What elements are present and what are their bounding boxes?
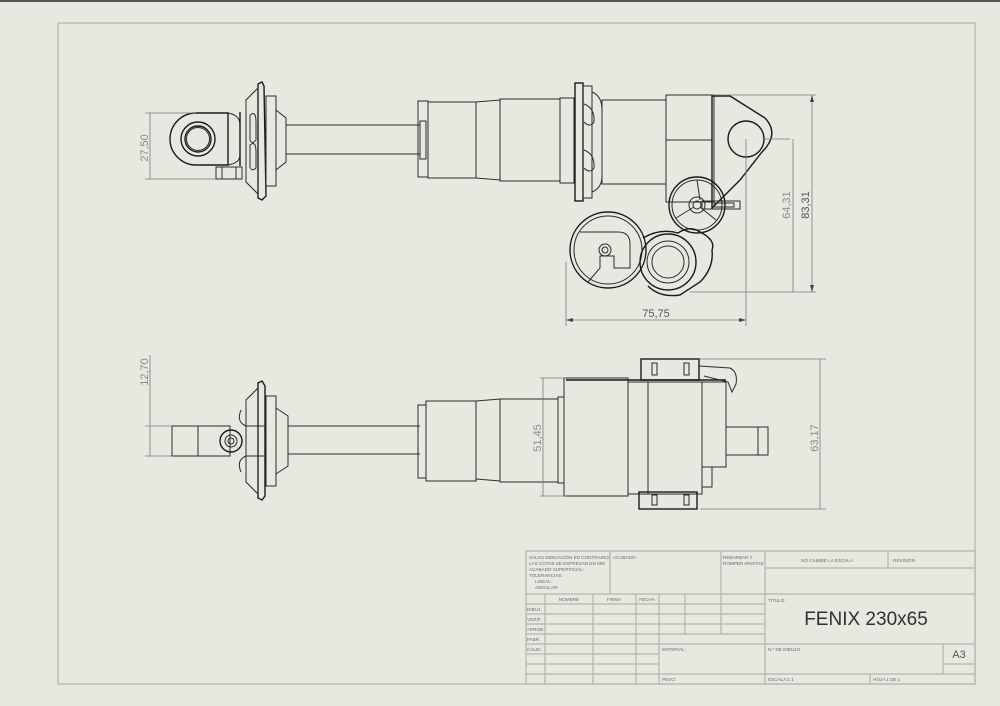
edge-label-2: ROMPER ARISTAS [723,561,764,566]
note-line-3: ACABADO SUPERFICIAL: [529,567,584,572]
dim-overall-height: 83,31 [800,191,812,219]
finish-label: ACABADO: [613,555,637,560]
drawing-number-label: N.º DE DIBUJO [768,647,800,652]
weight-label: PESO: [662,677,676,682]
drawing-title: FENIX 230x65 [804,609,928,630]
top-dimensions: 27,50 75,75 64,31 83,31 [139,94,816,326]
revision-label: REVISIÓN [893,557,915,563]
note-line-6: ANGULAR: [535,585,559,590]
top-air-can [417,97,575,184]
sheet-border [57,22,976,685]
row-quality: CALID. [527,647,542,652]
dim-eye-width-side: 12,70 [139,358,151,386]
edge-label: REBARBAR Y [723,555,753,560]
side-body [563,358,769,510]
top-body [569,94,773,297]
note-line-5: LINEAL: [535,579,552,584]
side-dimensions: 12,70 51,45 63,17 [139,355,826,510]
col-name: NOMBRE [559,597,579,602]
no-scale-label: NO CAMBIE LA ESCALA [801,558,854,563]
title-block: SALVO INDICACIÓN EN CONTRARIO: LAS COTAS… [525,550,976,685]
title-label: TÍTULO: [768,597,786,603]
note-line-4: TOLERANCIAS: [529,573,563,578]
row-drawn: DIBUJ. [527,607,542,612]
sheet-label: HOJA 1 DE 1 [873,677,901,682]
material-label: MATERIAL: [662,647,686,652]
col-signature: FIRMA [607,597,622,602]
side-eyelet [171,409,247,473]
scale-label: ESCALA:1:1 [768,677,794,682]
window-edge [0,0,1000,2]
side-flange [245,380,289,501]
col-date: FECHA [639,597,656,602]
top-eyelet [169,112,243,180]
row-manufactured: FABR. [527,637,540,642]
note-line-1: SALVO INDICACIÓN EN CONTRARIO: [529,554,610,560]
top-seal-head [574,82,603,202]
dim-overall-width-side: 63,17 [809,424,821,452]
dim-body-diameter: 51,45 [532,424,544,452]
side-view: 12,70 51,45 63,17 [139,355,826,510]
sheet-size: A3 [952,649,965,661]
dim-reservoir-width: 75,75 [642,308,670,320]
dim-eye-height: 27,50 [139,134,151,162]
row-checked: VERIF. [527,617,541,622]
dim-pivot-height: 64,31 [781,191,793,219]
note-line-2: LAS COTAS SE EXPRESAN EN MM [529,561,605,566]
top-view: 27,50 75,75 64,31 83,31 [139,81,816,326]
row-approved: APROB. [527,627,544,632]
top-flange [245,81,287,201]
